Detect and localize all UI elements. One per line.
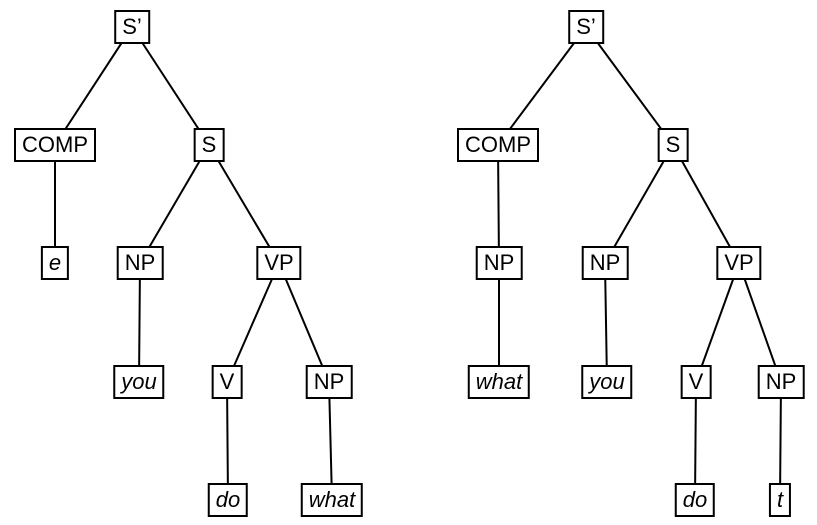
tree-node-right-vp: VP bbox=[716, 246, 762, 280]
tree-edge-right-comp-np_comp bbox=[497, 144, 500, 264]
tree-node-left-vp: VP bbox=[256, 246, 302, 280]
tree-node-left-do: do bbox=[207, 483, 249, 517]
tree-node-right-np_comp: NP bbox=[475, 246, 523, 280]
tree-node-right-np_obj: NP bbox=[757, 365, 805, 399]
tree-edge-right-vp-np_obj bbox=[738, 262, 782, 383]
tree-node-left-you: you bbox=[113, 365, 165, 399]
tree-node-right-you: you bbox=[581, 365, 633, 399]
tree-node-left-np1: NP bbox=[116, 246, 164, 280]
tree-node-right-np_subj: NP bbox=[581, 246, 629, 280]
tree-edge-left-sbar-s bbox=[131, 26, 210, 146]
tree-edge-left-np2-what bbox=[328, 381, 333, 501]
tree-node-left-what: what bbox=[300, 483, 364, 517]
tree-node-right-what: what bbox=[467, 365, 531, 399]
tree-edge-right-sbar-comp bbox=[497, 26, 587, 146]
tree-node-left-comp: COMP bbox=[14, 128, 96, 162]
tree-node-left-np2: NP bbox=[305, 365, 353, 399]
tree-node-left-e: e bbox=[40, 246, 70, 280]
tree-node-right-sbar: S’ bbox=[568, 10, 604, 44]
tree-edge-left-v-do bbox=[226, 381, 229, 501]
tree-node-right-s: S bbox=[657, 128, 689, 162]
tree-node-right-comp: COMP bbox=[457, 128, 539, 162]
tree-edge-left-vp-np2 bbox=[278, 262, 330, 383]
tree-node-right-t: t bbox=[768, 483, 792, 517]
tree-edge-right-v-do bbox=[694, 381, 697, 501]
tree-node-right-do: do bbox=[674, 483, 716, 517]
tree-node-right-v: V bbox=[680, 365, 712, 399]
tree-edge-left-s-vp bbox=[208, 144, 280, 264]
tree-edge-right-s-vp bbox=[672, 144, 740, 264]
tree-edge-right-np_obj-t bbox=[779, 381, 782, 501]
tree-edge-left-sbar-comp bbox=[54, 26, 133, 146]
tree-node-left-sbar: S’ bbox=[114, 10, 150, 44]
tree-edge-left-s-np1 bbox=[139, 144, 210, 264]
tree-edge-left-np1-you bbox=[138, 262, 141, 383]
tree-edge-right-np_subj-you bbox=[604, 262, 608, 383]
tree-edge-right-sbar-s bbox=[585, 26, 674, 146]
tree-node-left-s: S bbox=[193, 128, 225, 162]
tree-edge-left-vp-v bbox=[226, 262, 280, 383]
tree-edge-right-vp-v bbox=[695, 262, 740, 383]
tree-node-left-v: V bbox=[211, 365, 243, 399]
tree-edge-right-s-np_subj bbox=[604, 144, 674, 264]
